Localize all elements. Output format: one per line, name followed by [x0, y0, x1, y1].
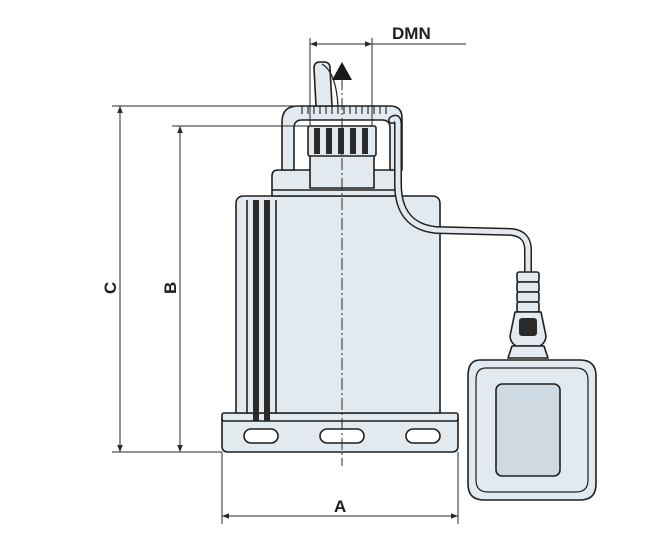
dimension-label-c: C: [101, 282, 120, 294]
cable-strain-relief: [507, 271, 549, 359]
handle-grille: [301, 106, 387, 114]
dimension-label-a: A: [334, 497, 346, 516]
dimension-label-b: B: [161, 282, 180, 294]
dimension-label-dmn: DMN: [392, 24, 431, 43]
float-switch-panel: [495, 383, 561, 477]
base-dark-stripe: [264, 413, 270, 421]
flow-direction-arrow: [332, 62, 352, 80]
housing-dark-stripe: [264, 200, 270, 413]
housing-dark-stripe: [253, 200, 259, 413]
power-cable-stub: [313, 61, 333, 107]
base-slot-right: [405, 428, 441, 444]
dimension-lines: [112, 38, 466, 524]
submersible-pump: [221, 61, 597, 501]
base-slot-left: [243, 428, 279, 444]
outlet-thread-ridges: [314, 128, 368, 154]
pump-motor-housing: [235, 195, 441, 414]
base-dark-stripe: [253, 413, 259, 421]
